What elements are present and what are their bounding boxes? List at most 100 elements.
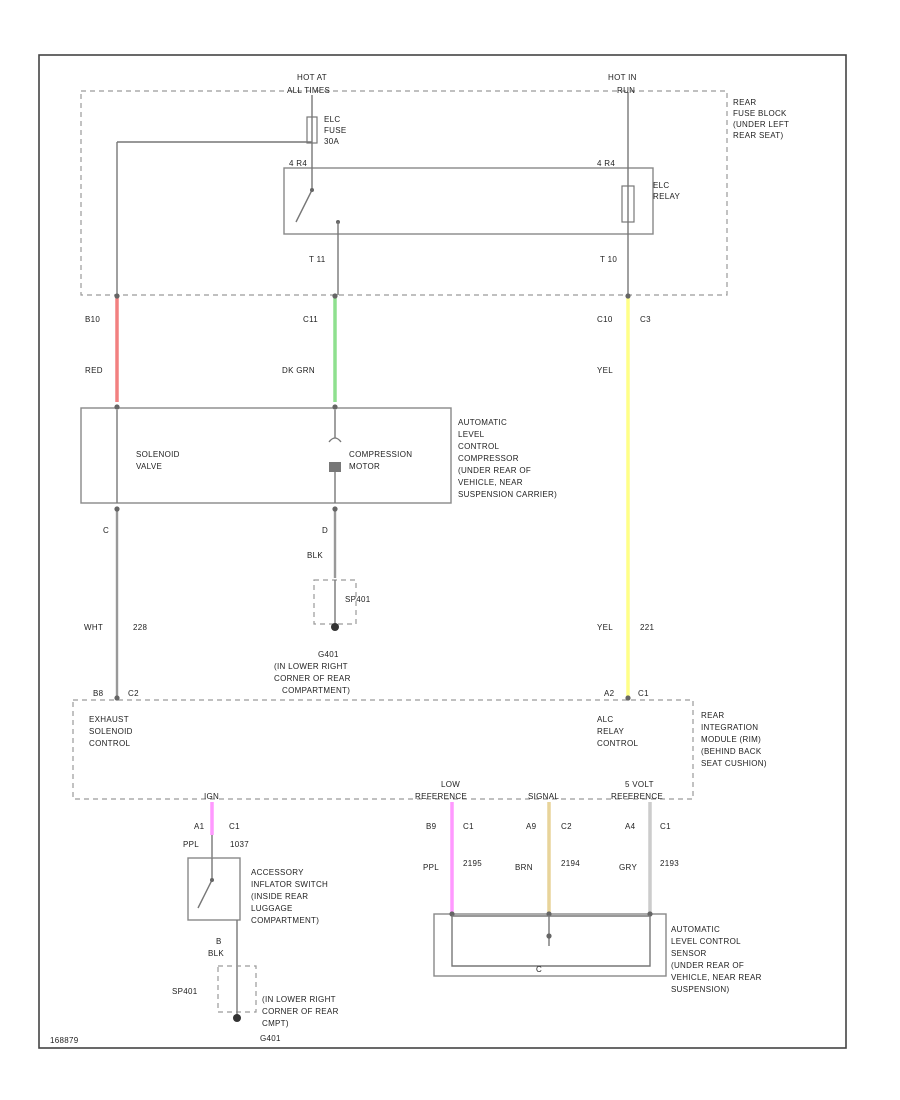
label-exhaust-3: CONTROL xyxy=(89,739,130,748)
label-pin-d: D xyxy=(322,526,328,535)
label-comp-3: CONTROL xyxy=(458,442,499,451)
label-wire-gry: GRY xyxy=(619,863,637,872)
label-relay-pin-left: 4 R4 xyxy=(289,159,307,168)
label-relay-1: ELC xyxy=(653,181,669,190)
label-ground-1: G401 xyxy=(318,650,339,659)
label-exhaust-1: EXHAUST xyxy=(89,715,129,724)
label-wire-yel-2: YEL xyxy=(597,623,613,632)
sensor-wiper-dot xyxy=(546,933,552,939)
label-hot-at: HOT AT xyxy=(297,73,327,82)
label-hot-in-sub: RUN xyxy=(617,86,635,95)
label-pin-b10: B10 xyxy=(85,315,100,324)
label-wire-yel-1: YEL xyxy=(597,366,613,375)
connector-c xyxy=(114,506,120,512)
accessory-switch-box xyxy=(187,857,241,921)
compressor-pin-right xyxy=(332,404,338,410)
label-pin-b: B xyxy=(216,937,222,946)
label-motor-2: MOTOR xyxy=(349,462,380,471)
label-sensor-3: SENSOR xyxy=(671,949,707,958)
label-pin-c1-top: C1 xyxy=(638,689,649,698)
label-pin-a1: A1 xyxy=(194,822,205,831)
label-solenoid-2: VALVE xyxy=(136,462,162,471)
label-ground-loc-1: (IN LOWER RIGHT xyxy=(274,662,348,671)
connector-c11 xyxy=(332,293,338,299)
label-splice-2: SP401 xyxy=(172,987,198,996)
label-pin-b9: B9 xyxy=(426,822,437,831)
label-sig-low-2: REFERENCE xyxy=(415,792,467,801)
label-circuit-1037: 1037 xyxy=(230,840,249,849)
relay-coil-symbol xyxy=(621,185,635,223)
label-sensor-4: (UNDER REAR OF xyxy=(671,961,744,970)
label-module-1: REAR xyxy=(701,711,724,720)
label-alc-3: CONTROL xyxy=(597,739,638,748)
label-fuse-name: ELC xyxy=(324,115,340,124)
label-ground2-loc-2: CORNER OF REAR xyxy=(262,1007,339,1016)
label-pin-c3: C3 xyxy=(640,315,651,324)
label-sig-5v-2: REFERENCE xyxy=(611,792,663,801)
label-ground-loc-2: CORNER OF REAR xyxy=(274,674,351,683)
label-wire-blk-1: BLK xyxy=(307,551,323,560)
label-pin-c2-b: C2 xyxy=(561,822,572,831)
motor-symbol-top xyxy=(328,437,342,443)
label-wire-ppl-1: PPL xyxy=(183,840,199,849)
label-sensor-1: AUTOMATIC xyxy=(671,925,720,934)
label-fuse-block-3: (UNDER LEFT xyxy=(733,120,789,129)
label-hot-at-sub: ALL TIMES xyxy=(287,86,330,95)
label-alc-1: ALC xyxy=(597,715,613,724)
label-wire-brn: BRN xyxy=(515,863,533,872)
label-comp-4: COMPRESSOR xyxy=(458,454,519,463)
label-sig-signal: SIGNAL xyxy=(528,792,559,801)
rim-pin-a2 xyxy=(625,695,631,701)
label-pin-a9: A9 xyxy=(526,822,537,831)
label-switch-1: ACCESSORY xyxy=(251,868,304,877)
label-switch-3: (INSIDE REAR xyxy=(251,892,308,901)
motor-symbol-body xyxy=(329,462,341,472)
label-switch-4: LUGGAGE xyxy=(251,904,293,913)
label-pin-t10: T 10 xyxy=(600,255,617,264)
ground-g401-symbol xyxy=(331,623,339,631)
label-circuit-2195: 2195 xyxy=(463,859,482,868)
switch-pivot xyxy=(210,878,214,882)
label-fuse-type: FUSE xyxy=(324,126,347,135)
label-motor-1: COMPRESSION xyxy=(349,450,412,459)
label-comp-7: SUSPENSION CARRIER) xyxy=(458,490,557,499)
compressor-box xyxy=(80,407,452,504)
label-comp-2: LEVEL xyxy=(458,430,485,439)
label-pin-t11: T 11 xyxy=(309,255,326,264)
sensor-internal-loop xyxy=(451,916,651,967)
label-fuse-rating: 30A xyxy=(324,137,339,146)
label-sig-low-1: LOW xyxy=(441,780,460,789)
label-circuit-2193: 2193 xyxy=(660,859,679,868)
connector-d xyxy=(332,506,338,512)
label-circuit-2194: 2194 xyxy=(561,859,580,868)
label-comp-5: (UNDER REAR OF xyxy=(458,466,531,475)
rim-outline xyxy=(72,699,694,800)
label-pin-c11: C11 xyxy=(303,315,318,324)
label-pin-c10: C10 xyxy=(597,315,613,324)
label-module-5: SEAT CUSHION) xyxy=(701,759,767,768)
label-fuse-block-4: REAR SEAT) xyxy=(733,131,783,140)
label-ground-2: G401 xyxy=(260,1034,281,1043)
switch-blade xyxy=(197,879,213,909)
label-wire-dkgrn: DK GRN xyxy=(282,366,315,375)
label-circuit-228: 228 xyxy=(133,623,147,632)
label-ground-loc-3: COMPARTMENT) xyxy=(282,686,350,695)
label-pin-c1-a: C1 xyxy=(229,822,240,831)
label-comp-1: AUTOMATIC xyxy=(458,418,507,427)
label-pin-c1-c: C1 xyxy=(660,822,671,831)
label-figure-id: 168879 xyxy=(50,1036,79,1045)
label-splice-1: SP401 xyxy=(345,595,371,604)
label-relay-pin-right: 4 R4 xyxy=(597,159,615,168)
label-wire-ppl-2: PPL xyxy=(423,863,439,872)
label-hot-in: HOT IN xyxy=(608,73,637,82)
outer-frame xyxy=(38,54,847,1049)
label-pin-a4: A4 xyxy=(625,822,636,831)
label-pin-c2: C2 xyxy=(128,689,139,698)
compressor-pin-left xyxy=(114,404,120,410)
relay-switch-pivot xyxy=(310,188,314,192)
label-sensor-5: VEHICLE, NEAR REAR xyxy=(671,973,762,982)
label-fuse-block-1: REAR xyxy=(733,98,756,107)
label-solenoid-1: SOLENOID xyxy=(136,450,180,459)
